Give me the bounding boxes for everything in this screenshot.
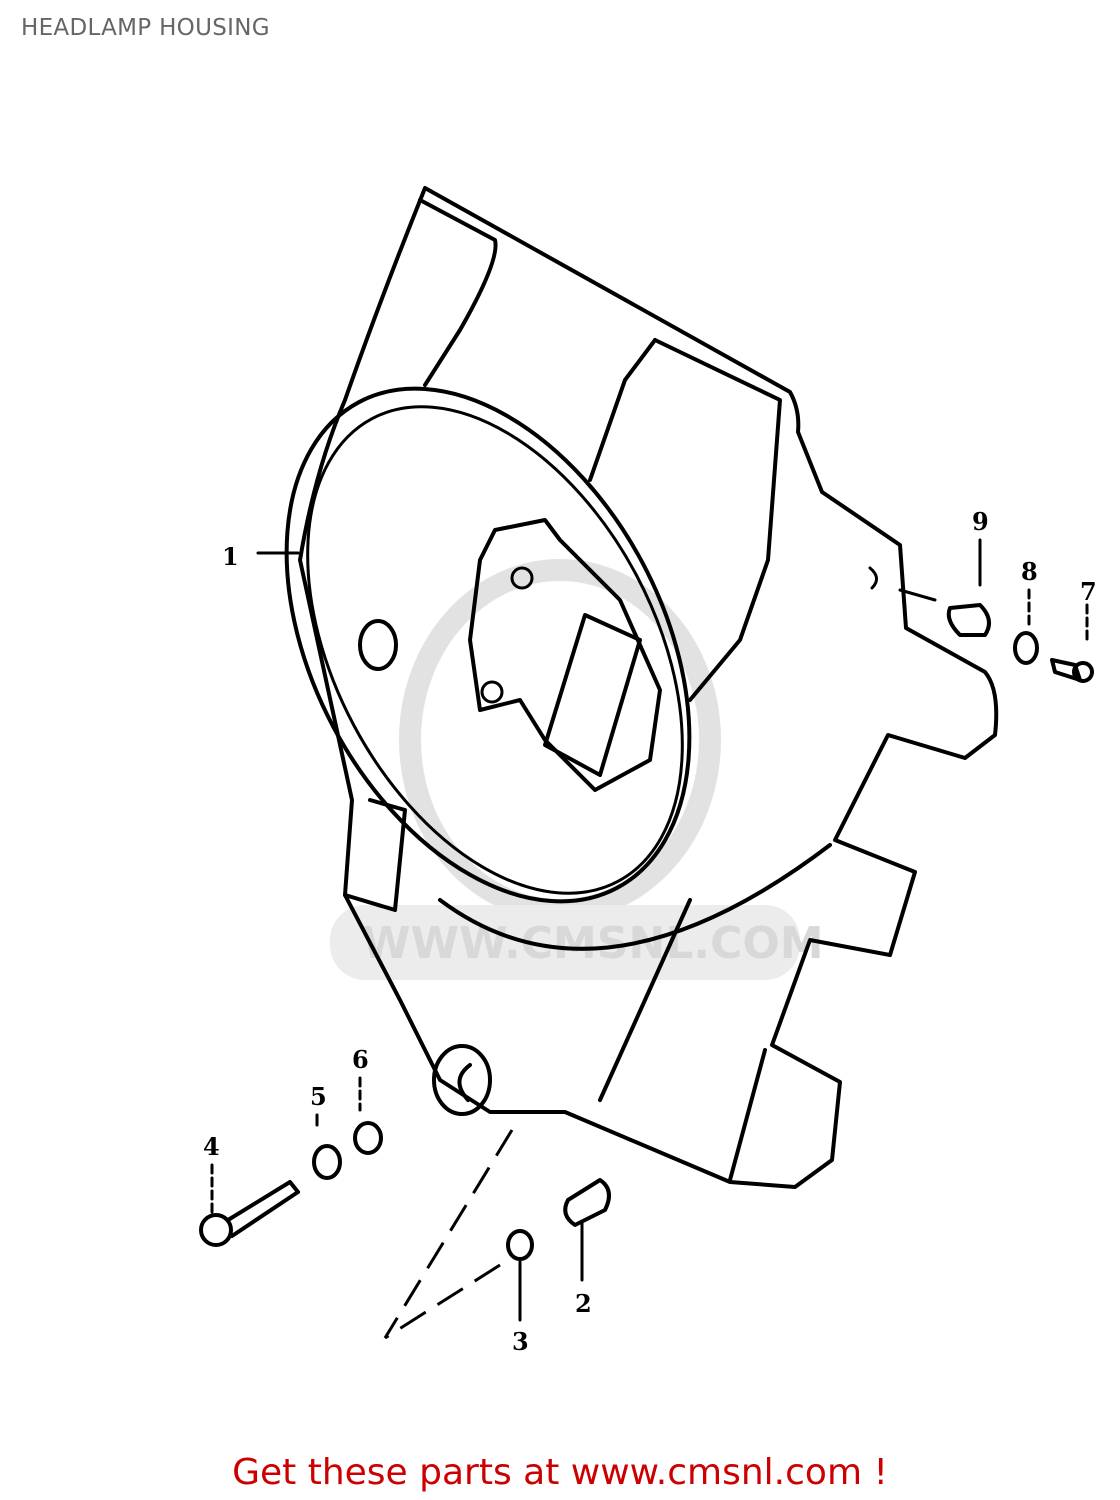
assembly-line xyxy=(384,1263,501,1340)
part-5-nut xyxy=(312,1113,342,1180)
callout-8: 8 xyxy=(1021,557,1038,586)
part-2-spacer xyxy=(563,1178,611,1282)
mount-hole xyxy=(868,566,878,590)
mount-hole xyxy=(358,619,398,671)
callout-2: 2 xyxy=(575,1289,592,1318)
mount-hole xyxy=(457,1063,472,1102)
callout-6: 6 xyxy=(352,1045,369,1074)
part-4-bolt xyxy=(199,1163,300,1247)
callout-5: 5 xyxy=(310,1082,327,1111)
housing-edge xyxy=(598,898,692,1102)
mounting-bracket xyxy=(468,518,662,792)
part-8-washer xyxy=(1013,588,1039,665)
headlamp-housing xyxy=(298,186,999,1189)
screw-hole xyxy=(480,680,504,704)
callout-7: 7 xyxy=(1080,577,1097,606)
housing-edge xyxy=(728,1048,767,1182)
part-6-washer xyxy=(353,1076,383,1155)
screw-hole xyxy=(510,566,534,590)
callout-4: 4 xyxy=(203,1132,220,1161)
shop-link-banner[interactable]: Get these parts at www.cmsnl.com ! xyxy=(232,1452,888,1493)
callout-1: 1 xyxy=(222,542,239,571)
part-9-spacer xyxy=(946,538,991,637)
assembly-line xyxy=(383,1129,514,1339)
page-title: HEADLAMP HOUSING xyxy=(21,15,270,41)
housing-panel xyxy=(418,198,498,387)
part-3-washer xyxy=(506,1229,534,1322)
part-7-bolt xyxy=(1050,603,1094,683)
mount-boss xyxy=(432,1044,492,1116)
watermark-text: WWW.CMSNL.COM xyxy=(362,918,824,969)
housing-edge xyxy=(438,843,832,951)
callout-3: 3 xyxy=(512,1327,529,1356)
watermark-logo: WWW.CMSNL.COM xyxy=(330,559,824,980)
callout-9: 9 xyxy=(972,507,989,536)
headlamp-opening xyxy=(284,386,692,904)
housing-panel xyxy=(653,338,782,702)
housing-edge xyxy=(588,338,657,482)
bracket-slot xyxy=(543,613,642,777)
headlamp-rim xyxy=(306,405,684,895)
leader-line xyxy=(898,588,937,602)
